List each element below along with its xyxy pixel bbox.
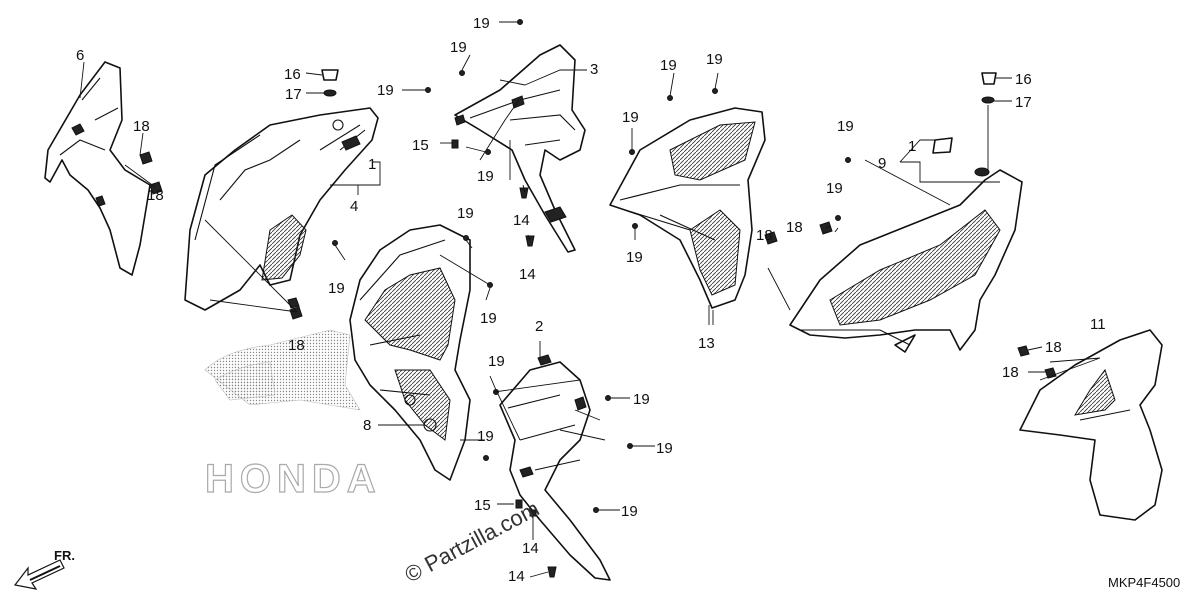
callout-18: 18 bbox=[1045, 339, 1062, 356]
callout-15: 15 bbox=[474, 497, 491, 514]
diagram-code: MKP4F4500 bbox=[1108, 575, 1180, 590]
callout-19: 19 bbox=[477, 168, 494, 185]
callout-19: 19 bbox=[377, 82, 394, 99]
callout-18: 18 bbox=[147, 187, 164, 204]
callout-2: 2 bbox=[535, 318, 543, 335]
callout-14: 14 bbox=[508, 568, 525, 585]
callout-8: 8 bbox=[363, 417, 371, 434]
part-11-side-panel bbox=[1017, 329, 1163, 521]
callout-18: 18 bbox=[1002, 364, 1019, 381]
callout-19: 19 bbox=[457, 205, 474, 222]
callout-18: 18 bbox=[288, 337, 305, 354]
callout-1: 1 bbox=[908, 138, 916, 155]
callout-19: 19 bbox=[826, 180, 843, 197]
callout-17: 17 bbox=[285, 86, 302, 103]
callout-3: 3 bbox=[590, 61, 598, 78]
callout-11: 11 bbox=[1090, 316, 1106, 333]
callout-14: 14 bbox=[519, 266, 536, 283]
part-4-cover bbox=[184, 107, 379, 311]
callout-14: 14 bbox=[513, 212, 530, 229]
callout-17: 17 bbox=[1015, 94, 1032, 111]
leader-lines bbox=[79, 21, 1101, 578]
callout-14: 14 bbox=[522, 540, 539, 557]
honda-backdrop-text: HONDA bbox=[205, 457, 382, 501]
callout-19: 19 bbox=[480, 310, 497, 327]
callout-18: 18 bbox=[756, 227, 773, 244]
part-3-bracket bbox=[454, 44, 586, 253]
callout-1: 1 bbox=[368, 156, 376, 173]
callout-19: 19 bbox=[328, 280, 345, 297]
callout-18: 18 bbox=[786, 219, 803, 236]
callout-19: 19 bbox=[837, 118, 854, 135]
honda-backdrop: HONDA bbox=[204, 329, 382, 502]
part-1-emblem-right bbox=[932, 137, 953, 154]
part-8-inner-cover bbox=[349, 224, 471, 481]
callout-16: 16 bbox=[284, 66, 301, 83]
part-9-side-cowl bbox=[789, 167, 1023, 353]
front-marker-label: FR. bbox=[54, 548, 75, 563]
callout-18: 18 bbox=[133, 118, 150, 135]
callouts: 6 18 18 18 16 17 1 4 19 19 19 19 3 15 19… bbox=[76, 15, 1106, 585]
callout-6: 6 bbox=[76, 47, 84, 64]
callout-19: 19 bbox=[477, 428, 494, 445]
callout-4: 4 bbox=[350, 198, 358, 215]
callout-19: 19 bbox=[660, 57, 677, 74]
callout-15: 15 bbox=[412, 137, 429, 154]
front-arrow-icon bbox=[13, 559, 65, 590]
part-16-17-left bbox=[321, 69, 339, 97]
part-2-bracket bbox=[499, 354, 611, 581]
callout-9: 9 bbox=[878, 155, 886, 172]
part-13-center-cover bbox=[609, 107, 766, 309]
callout-19: 19 bbox=[473, 15, 490, 32]
callout-19: 19 bbox=[450, 39, 467, 56]
callout-19: 19 bbox=[488, 353, 505, 370]
callout-16: 16 bbox=[1015, 71, 1032, 88]
part-6-panel bbox=[44, 61, 151, 276]
callout-19: 19 bbox=[621, 503, 638, 520]
callout-19: 19 bbox=[622, 109, 639, 126]
callout-19: 19 bbox=[656, 440, 673, 457]
part-16-17-right bbox=[981, 72, 997, 104]
callout-19: 19 bbox=[706, 51, 723, 68]
callout-13: 13 bbox=[698, 335, 715, 352]
callout-19: 19 bbox=[633, 391, 650, 408]
callout-19: 19 bbox=[626, 249, 643, 266]
